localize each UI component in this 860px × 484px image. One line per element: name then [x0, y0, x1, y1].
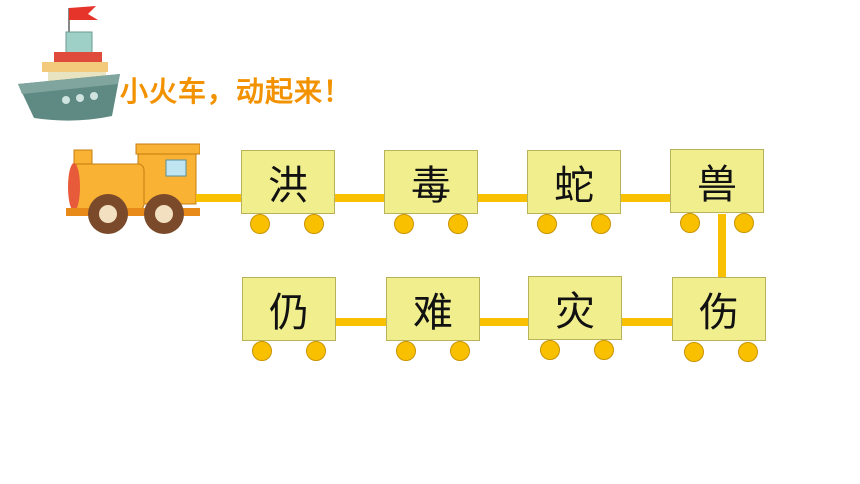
wheel: [680, 213, 700, 233]
wheel: [448, 214, 468, 234]
train-car: 蛇: [527, 150, 621, 214]
connector: [334, 194, 384, 202]
train-car: 仍: [242, 277, 336, 341]
wheel: [684, 342, 704, 362]
locomotive-icon: [66, 143, 200, 234]
wheel: [252, 341, 272, 361]
car-character: 灾: [555, 289, 595, 335]
wheel: [306, 341, 326, 361]
car-character: 毒: [411, 163, 451, 209]
connector: [480, 318, 528, 326]
car-character: 蛇: [554, 163, 594, 209]
wheel: [250, 214, 270, 234]
wheel: [594, 340, 614, 360]
wheel: [396, 341, 416, 361]
car-character: 伤: [699, 290, 739, 336]
connector: [196, 194, 242, 202]
train-car: 洪: [241, 150, 335, 214]
connector: [336, 318, 386, 326]
wheel: [591, 214, 611, 234]
connector: [718, 214, 726, 278]
wheel: [394, 214, 414, 234]
train-car: 灾: [528, 276, 622, 340]
connector: [622, 318, 672, 326]
train-car: 毒: [384, 150, 478, 214]
wheel: [304, 214, 324, 234]
wheel: [450, 341, 470, 361]
wheel: [734, 213, 754, 233]
train-car: 兽: [670, 149, 764, 213]
connector: [620, 194, 670, 202]
train-car: 难: [386, 277, 480, 341]
ship-icon: [18, 6, 120, 121]
car-character: 兽: [697, 162, 737, 208]
car-character: 仍: [269, 290, 309, 336]
page-title: 小火车，动起来！: [120, 75, 353, 108]
train-car: 伤: [672, 277, 766, 341]
connector: [476, 194, 528, 202]
wheel: [537, 214, 557, 234]
wheel: [738, 342, 758, 362]
car-character: 难: [413, 290, 453, 336]
wheel: [540, 340, 560, 360]
car-character: 洪: [268, 163, 308, 209]
